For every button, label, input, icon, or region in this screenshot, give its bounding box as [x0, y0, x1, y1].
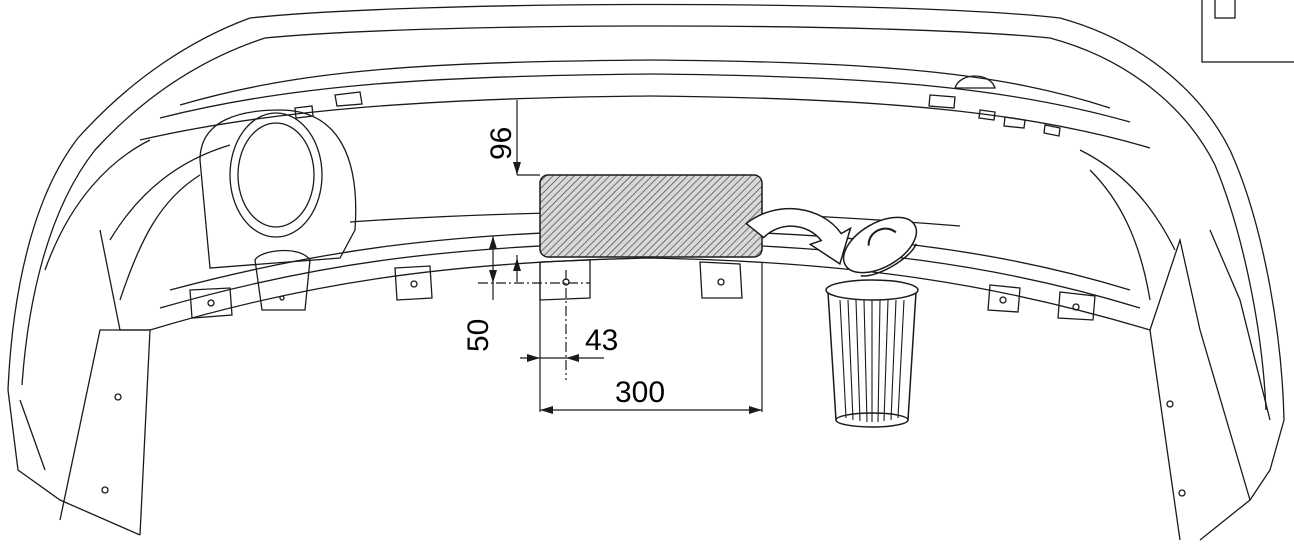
cutout-area [539, 174, 763, 258]
dimension-arrowheads [489, 162, 762, 414]
curved-arrow-icon [744, 207, 852, 266]
mounting-holes [101, 278, 1186, 497]
dim-label-300: 300 [615, 376, 665, 409]
dim-label-96: 96 [485, 127, 518, 160]
trash-can-icon [825, 216, 919, 428]
dim-label-50: 50 [462, 319, 495, 352]
bumper-outline [7, 0, 1294, 541]
dimension-lines [478, 100, 763, 412]
dim-label-43: 43 [585, 324, 618, 357]
